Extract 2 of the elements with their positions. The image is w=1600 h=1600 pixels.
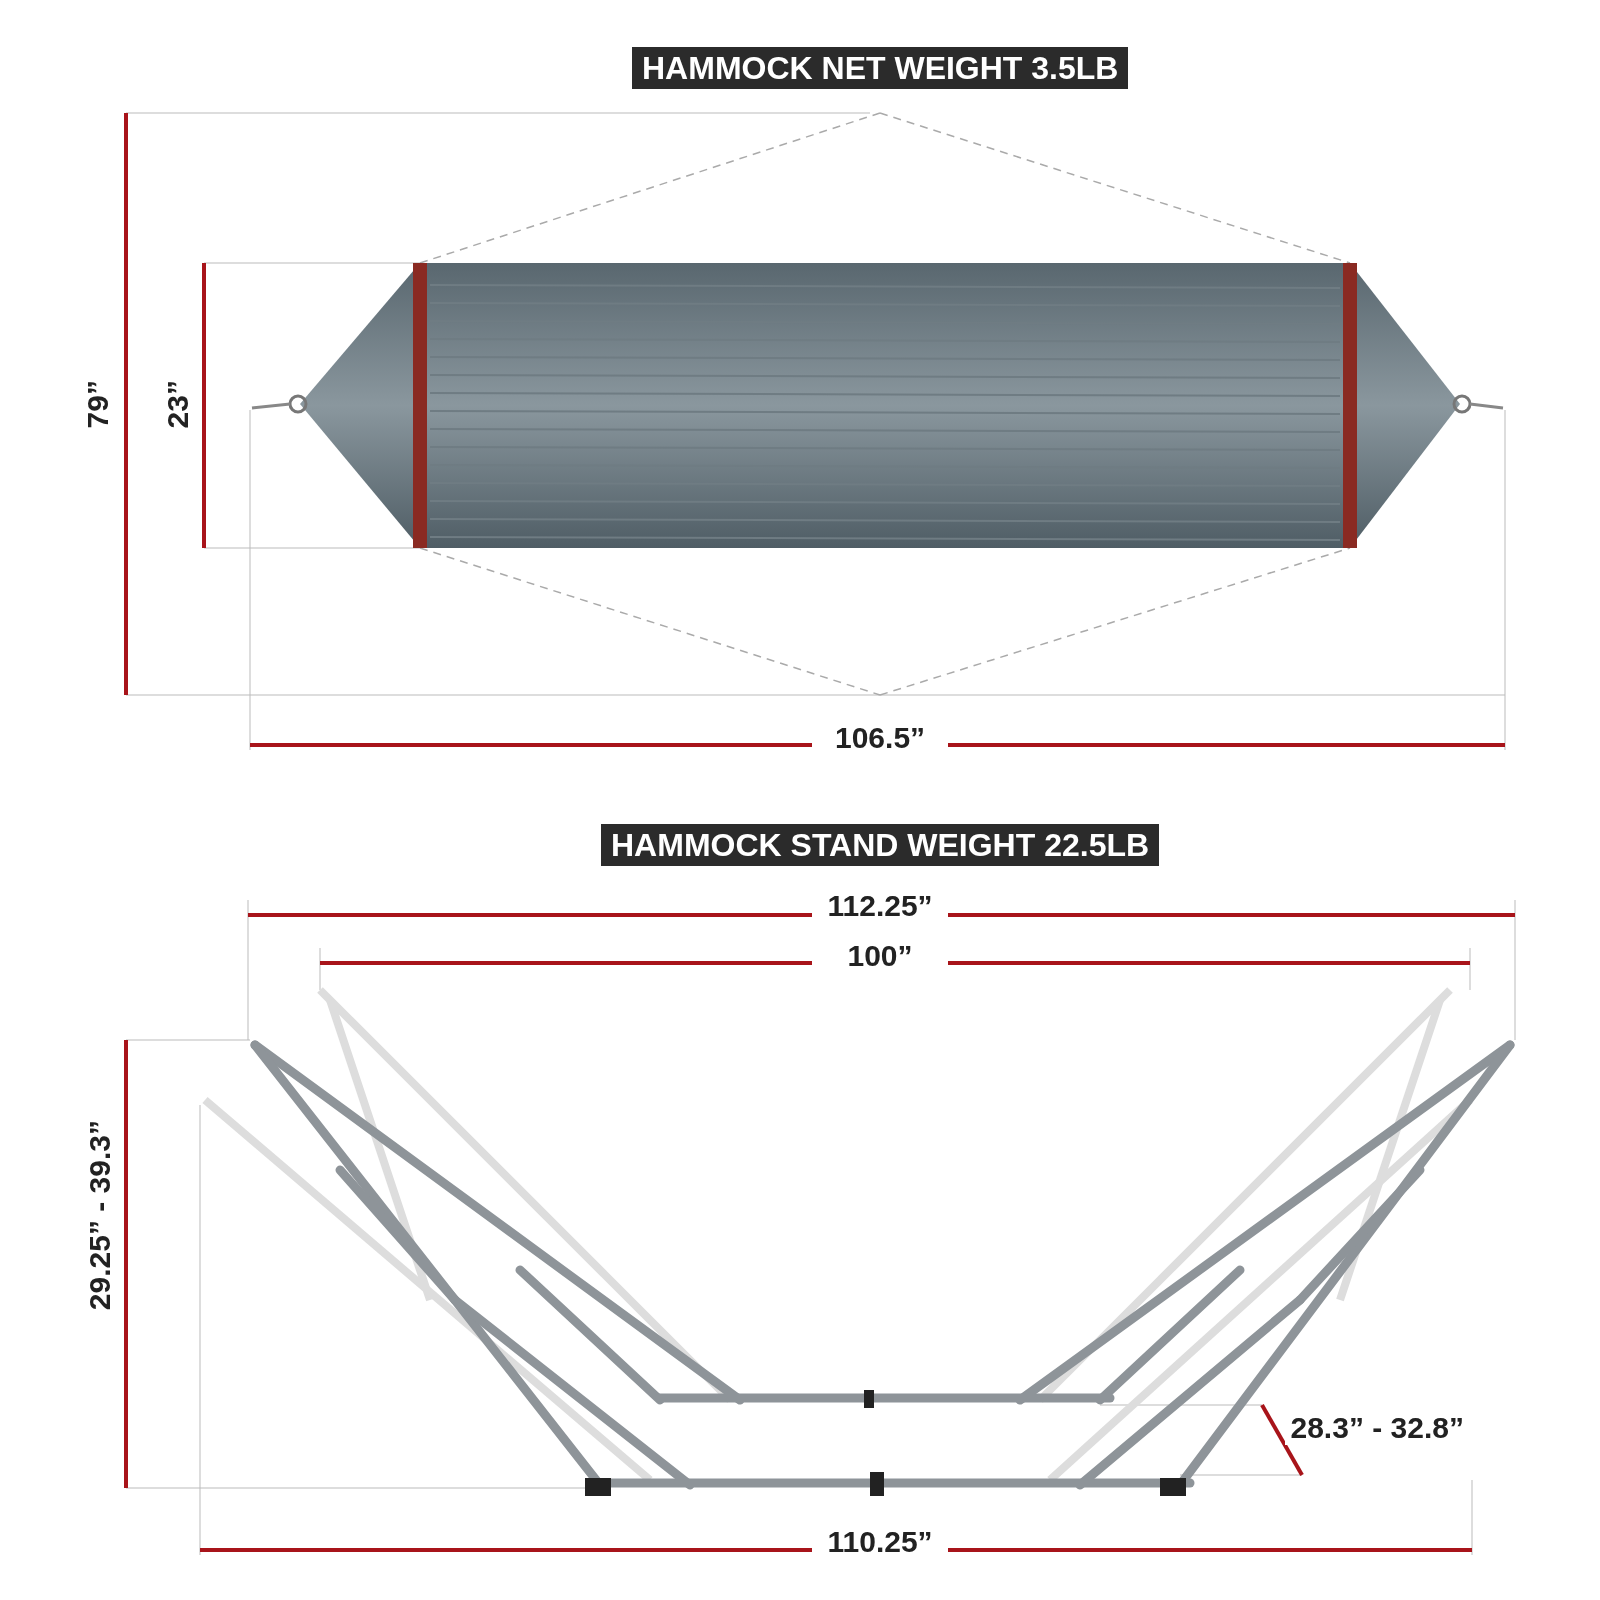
heading-label: HAMMOCK STAND WEIGHT 22.5LB xyxy=(601,824,1160,866)
heading-label: HAMMOCK NET WEIGHT 3.5LB xyxy=(632,47,1129,89)
